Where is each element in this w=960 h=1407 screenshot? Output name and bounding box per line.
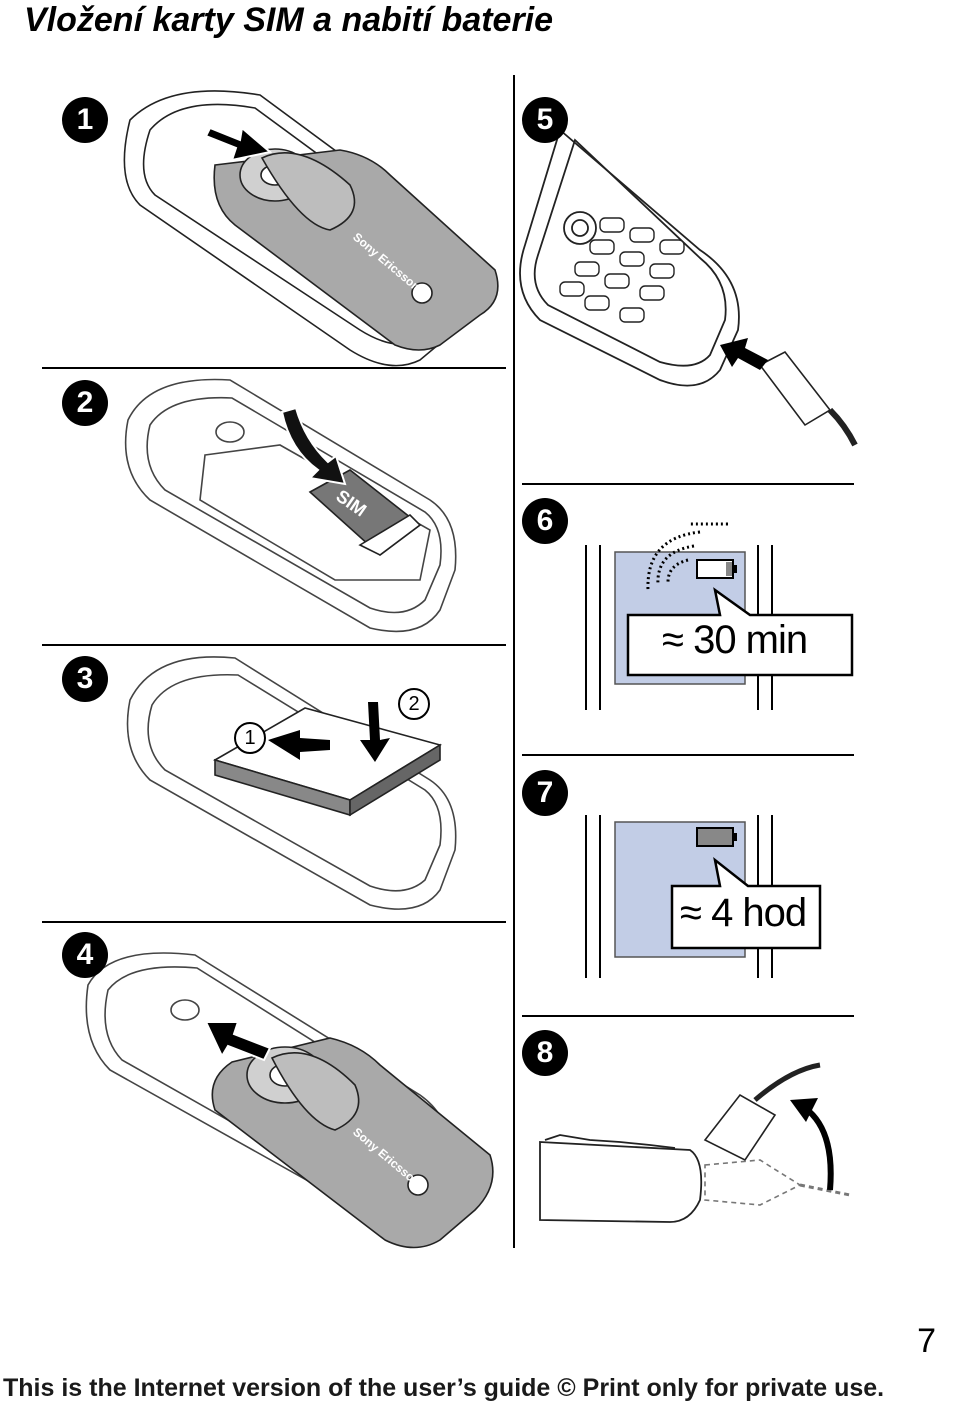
step-number-1: 1: [62, 97, 108, 143]
step5-arrow: [720, 338, 768, 370]
page-number: 7: [917, 1322, 936, 1360]
step6-screen: [585, 522, 854, 710]
callout-1: 1: [234, 722, 266, 754]
step2-arrow: [280, 406, 347, 486]
page-title: Vložení karty SIM a nabití baterie: [24, 1, 554, 39]
charger-plug: [758, 350, 858, 447]
step-number-3: 3: [62, 656, 108, 702]
battery: [212, 707, 442, 817]
step4-arrow: [204, 1021, 272, 1062]
step5-keypad: [559, 217, 685, 323]
step-number-5: 5: [522, 97, 568, 143]
step7-screen: [585, 815, 822, 978]
step1-phone: [123, 90, 499, 367]
dividers: [42, 75, 854, 1248]
step8-charger: [703, 1062, 851, 1206]
step8-phone: [539, 1134, 703, 1223]
step-number-6: 6: [522, 498, 568, 544]
step8-arrow: [803, 1105, 834, 1191]
step3-arrows: [268, 702, 390, 762]
footer-notice: This is the Internet version of the user…: [3, 1374, 885, 1402]
step1-arrow: [204, 126, 273, 162]
step-number-4: 4: [62, 932, 108, 978]
step-number-7: 7: [522, 770, 568, 816]
callout-2: 2: [398, 688, 430, 720]
step-number-2: 2: [62, 380, 108, 426]
step-number-8: 8: [522, 1030, 568, 1076]
charge-time-30min: ≈ 30 min: [662, 618, 808, 662]
charge-time-4hod: ≈ 4 hod: [680, 891, 807, 935]
step2-phone: [124, 378, 457, 633]
step4-cover: [211, 1037, 494, 1249]
